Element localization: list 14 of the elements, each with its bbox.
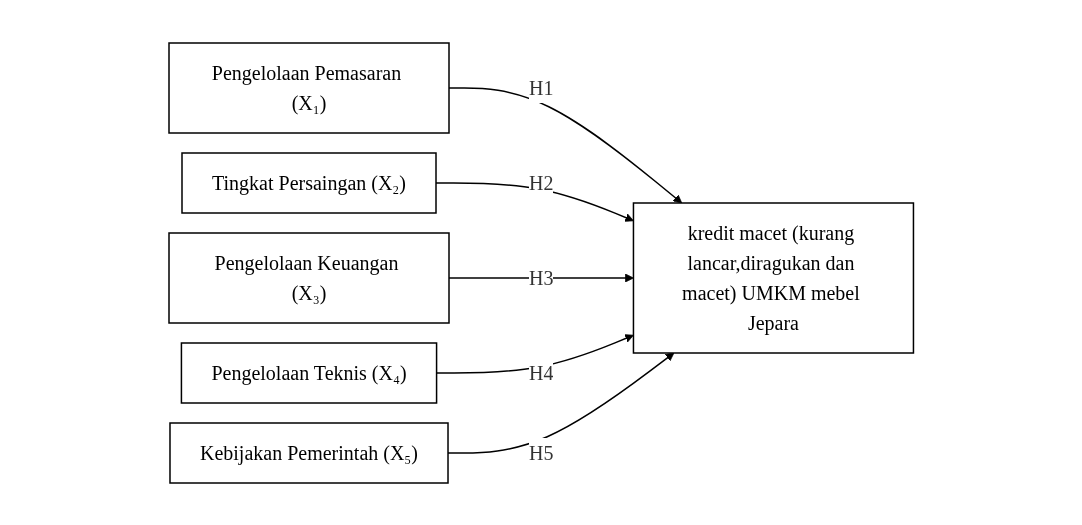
node-box: Kebijakan Pemerintah (X₅) [169, 421, 449, 484]
arrow [448, 86, 682, 203]
arrow [447, 352, 675, 454]
node-box: Pengelolaan Keuangan (X₃) [168, 231, 450, 324]
edge-label: H4 [528, 361, 554, 384]
node-box: Pengelolaan Teknis (X₄) [180, 341, 438, 404]
node-box: kredit macet (kurang lancar,diragukan dan macet) UMKM mebel Jepara [632, 201, 914, 354]
edge-label: H5 [528, 441, 554, 464]
edge-label: H2 [528, 171, 554, 194]
edge-label: H3 [528, 266, 554, 289]
edge-label: H1 [528, 76, 554, 99]
node-box: Pengelolaan Pemasaran (X₁) [168, 41, 450, 134]
arrow [435, 181, 634, 222]
node-box: Tingkat Persaingan (X₂) [181, 151, 437, 214]
